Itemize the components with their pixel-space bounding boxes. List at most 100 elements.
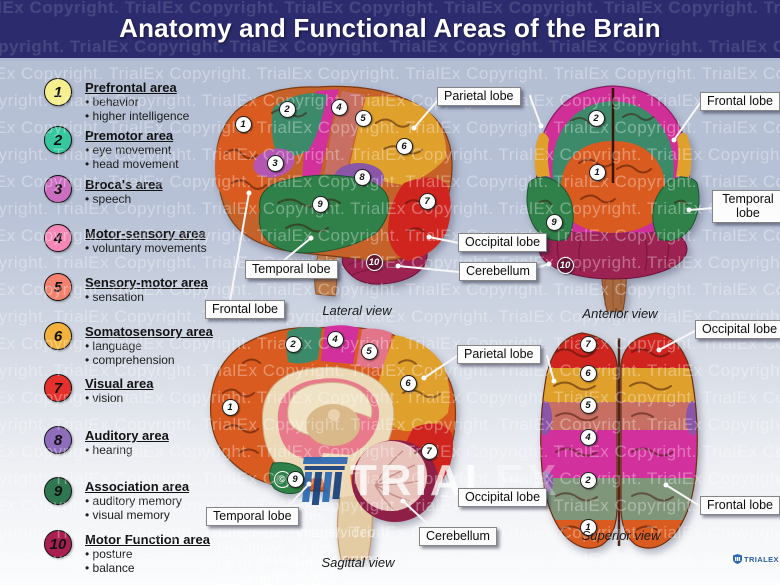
region-badge-7: 7 bbox=[579, 335, 597, 353]
caption-sagittal-view: Sagittal view bbox=[321, 555, 395, 570]
footer-logo-text: TRIALEX bbox=[744, 554, 779, 564]
legend-area-name: Association area bbox=[85, 479, 190, 494]
legend-item-8: 8 Auditory area• hearing bbox=[44, 426, 229, 457]
legend-item-9: 9 Association area• auditory memory• visu… bbox=[44, 477, 229, 522]
legend-item-1: 1 Prefrontal area• behavior• higher intel… bbox=[44, 78, 229, 123]
label-parietal-lobe-lateral: Parietal lobe bbox=[437, 87, 521, 106]
label-frontal-lobe-superior: Frontal lobe bbox=[700, 496, 780, 515]
title-bar: Anatomy and Functional Areas of the Brai… bbox=[0, 0, 780, 61]
sagittal-view-illustration bbox=[209, 325, 457, 560]
watermark-text-row: TrialEx Copyright. TrialEx Copyright. Tr… bbox=[0, 577, 780, 585]
legend-bullet: • auditory memory bbox=[85, 494, 182, 508]
region-badge-7: 7 bbox=[418, 192, 436, 210]
legend-number-circle: 6 bbox=[44, 322, 72, 350]
legend-number-circle: 10 bbox=[44, 530, 72, 558]
watermark-text-row: TrialEx Copyright. TrialEx Copyright. Tr… bbox=[0, 37, 780, 56]
anterior-view-illustration bbox=[526, 85, 700, 312]
legend-bullet: • comprehension bbox=[85, 353, 175, 367]
region-badge-3: 3 bbox=[266, 154, 284, 172]
region-badge-1: 1 bbox=[588, 163, 606, 181]
region-badge-9: 9 bbox=[286, 470, 304, 488]
label-temporal-lobe-anterior: Temporal lobe bbox=[712, 190, 780, 223]
legend-area-name: Auditory area bbox=[85, 428, 169, 443]
legend-area-name: Somatosensory area bbox=[85, 324, 213, 339]
legend-area-name: Broca's area bbox=[85, 177, 163, 192]
label-frontal-lobe-lateral: Frontal lobe bbox=[205, 300, 286, 319]
region-badge-2: 2 bbox=[579, 471, 597, 489]
label-cerebellum-sagittal: Cerebellum bbox=[419, 527, 497, 546]
watermark-text-row: TrialEx Copyright. TrialEx Copyright. Tr… bbox=[0, 0, 780, 17]
region-badge-1: 1 bbox=[221, 398, 239, 416]
region-badge-1: 1 bbox=[234, 115, 252, 133]
region-badge-1: 1 bbox=[579, 518, 597, 536]
region-badge-4: 4 bbox=[330, 98, 348, 116]
legend-bullet: • higher intelligence bbox=[85, 109, 190, 123]
legend-item-2: 2 Premotor area• eye movement• head movem… bbox=[44, 126, 229, 171]
region-badge-6: 6 bbox=[399, 374, 417, 392]
region-badge-2: 2 bbox=[284, 335, 302, 353]
legend-number-circle: 9 bbox=[44, 477, 72, 505]
superior-view-illustration bbox=[540, 332, 698, 549]
region-badge-6: 6 bbox=[579, 364, 597, 382]
page-title: Anatomy and Functional Areas of the Brai… bbox=[119, 13, 661, 43]
region-badge-5: 5 bbox=[354, 109, 372, 127]
legend-bullet: • balance bbox=[85, 561, 135, 575]
legend-bullet: • language bbox=[85, 339, 142, 353]
legend-number-circle: 8 bbox=[44, 426, 72, 454]
caption-anterior-view: Anterior view bbox=[582, 306, 658, 321]
legend-item-3: 3 Broca's area• speech bbox=[44, 175, 229, 206]
legend-area-name: Motor-sensory area bbox=[85, 226, 206, 241]
region-badge-2: 2 bbox=[278, 100, 296, 118]
region-badge-9: 9 bbox=[311, 195, 329, 213]
label-temporal-lobe-lateral: Temporal lobe bbox=[245, 260, 338, 279]
legend-item-5: 5 Sensory-motor area• sensation bbox=[44, 273, 229, 304]
legend-area-name: Motor Function area bbox=[85, 532, 210, 547]
label-occipital-lobe-sagittal: Occipital lobe bbox=[458, 488, 548, 507]
legend-bullet: • eye movement bbox=[85, 143, 172, 157]
label-frontal-lobe-anterior: Frontal lobe bbox=[700, 92, 780, 111]
label-cerebellum-shared: Cerebellum bbox=[459, 262, 537, 281]
region-badge-7: 7 bbox=[420, 442, 438, 460]
legend-bullet: • posture bbox=[85, 547, 133, 561]
region-badge-6: 6 bbox=[395, 137, 413, 155]
region-badge-5: 5 bbox=[360, 342, 378, 360]
region-badge-4: 4 bbox=[326, 330, 344, 348]
legend-item-7: 7 Visual area• vision bbox=[44, 374, 229, 405]
label-parietal-lobe-shared: Parietal lobe bbox=[457, 345, 541, 364]
legend-area-name: Sensory-motor area bbox=[85, 275, 208, 290]
legend-bullet: • vision bbox=[85, 391, 124, 405]
legend-item-4: 4 Motor-sensory area• voluntary movements bbox=[44, 224, 229, 255]
legend-number-circle: 4 bbox=[44, 224, 72, 252]
trialex-footer-logo: TRIALEX bbox=[733, 554, 779, 564]
legend-bullet: • voluntary movements bbox=[85, 241, 207, 255]
legend-bullet: • sensation bbox=[85, 290, 144, 304]
legend-number-circle: 2 bbox=[44, 126, 72, 154]
legend-bullet: • head movement bbox=[85, 157, 179, 171]
region-badge-10: 10 bbox=[365, 253, 383, 271]
region-badge-9: 9 bbox=[545, 213, 563, 231]
caption-lateral-view: Lateral view bbox=[322, 303, 392, 318]
legend-bullet: • visual memory bbox=[85, 508, 170, 522]
region-badge-2: 2 bbox=[587, 109, 605, 127]
legend-bullet: • behavior bbox=[85, 95, 139, 109]
legend-area-name: Premotor area bbox=[85, 128, 174, 143]
region-badge-5: 5 bbox=[579, 396, 597, 414]
label-occipital-lobe-lateral: Occipital lobe bbox=[458, 233, 548, 252]
legend-number-circle: 7 bbox=[44, 374, 72, 402]
legend-item-6: 6 Somatosensory area• language• comprehen… bbox=[44, 322, 229, 367]
legend-number-circle: 1 bbox=[44, 78, 72, 106]
region-badge-8: 8 bbox=[353, 168, 371, 186]
legend-number-circle: 5 bbox=[44, 273, 72, 301]
legend-number-circle: 3 bbox=[44, 175, 72, 203]
label-occipital-lobe-superior: Occipital lobe bbox=[695, 320, 780, 339]
legend-item-10: 10 Motor Function area• posture• balance bbox=[44, 530, 229, 575]
legend-area-name: Visual area bbox=[85, 376, 154, 391]
caption-superior-view: Superior view bbox=[581, 528, 661, 543]
region-badge-10: 10 bbox=[556, 256, 574, 274]
label-temporal-lobe-sagittal: Temporal lobe bbox=[206, 507, 299, 526]
legend-area-name: Prefrontal area bbox=[85, 80, 177, 95]
legend-bullet: • hearing bbox=[85, 443, 133, 457]
legend-bullet: • speech bbox=[85, 192, 132, 206]
trialex-shield-icon bbox=[733, 554, 742, 564]
